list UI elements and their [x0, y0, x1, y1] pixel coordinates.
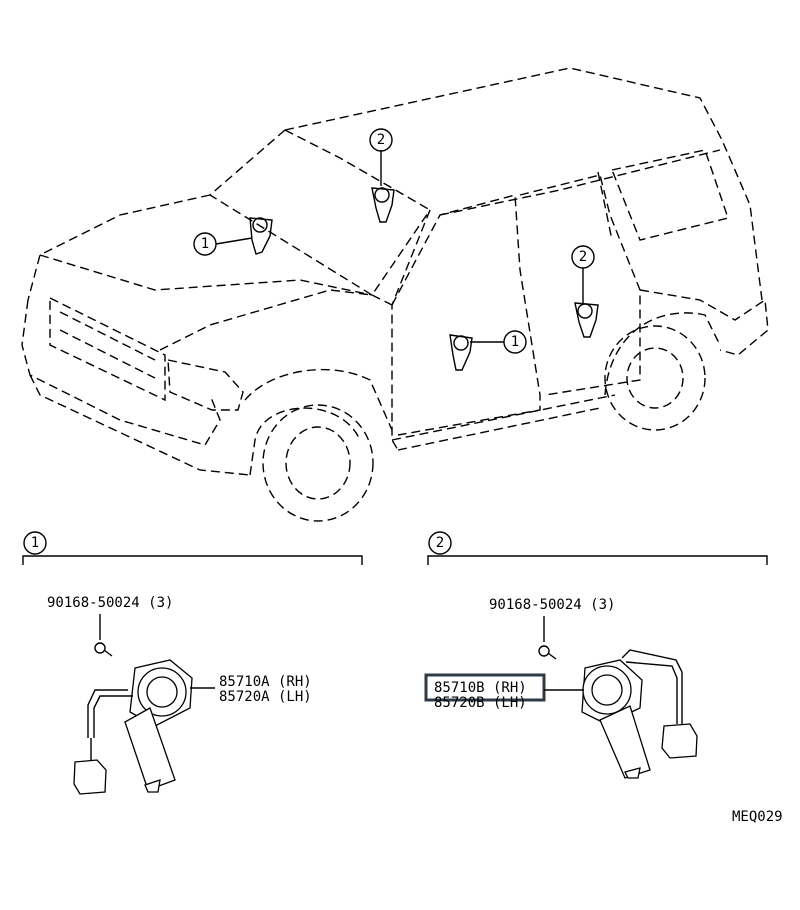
rear-door-motor-icon: [449, 334, 473, 371]
rear-motor-assembly-icon: [581, 649, 698, 779]
callout-rear-upper-motor-number: 2: [579, 249, 587, 265]
diagram-code: MEQ029: [732, 809, 783, 825]
highlight-box[interactable]: [424, 673, 546, 702]
rear-bolt-label[interactable]: 90168-50024 (3): [489, 597, 615, 613]
front-door-motor-icon: [249, 217, 273, 255]
callout-rear-motor-number: 1: [511, 334, 519, 350]
front-part-label-lh[interactable]: 85720A (LH): [219, 689, 312, 705]
section-front: 1 90168-50024 (3) 85710A (RH) 85720A (LH…: [22, 531, 363, 795]
front-bolt-label[interactable]: 90168-50024 (3): [47, 595, 173, 611]
rear-bolt-icon: [538, 645, 557, 660]
vehicle-outline: [21, 67, 769, 522]
front-bolt-icon: [94, 642, 113, 657]
rear-part-label-rh[interactable]: 85710B (RH): [434, 680, 527, 696]
callout-front-upper-motor-number: 2: [377, 132, 385, 148]
callout-rear-motor[interactable]: 1: [470, 330, 527, 354]
rear-part-label-lh[interactable]: 85720B (LH): [434, 695, 527, 711]
rear-upper-motor-icon: [574, 302, 599, 338]
section-rear-number: 2: [436, 535, 444, 551]
callout-front-motor[interactable]: 1: [193, 232, 253, 256]
front-upper-motor-icon: [371, 187, 395, 223]
front-part-label-rh[interactable]: 85710A (RH): [219, 674, 312, 690]
callout-front-motor-number: 1: [201, 236, 209, 252]
callout-rear-upper-motor[interactable]: 2: [571, 245, 595, 303]
section-front-number: 1: [31, 535, 39, 551]
front-motor-assembly-icon: [73, 659, 193, 795]
callout-front-upper-motor[interactable]: 2: [369, 128, 393, 186]
section-rear: 2 90168-50024 (3) 85710B (RH) 85720B (LH…: [424, 531, 768, 779]
